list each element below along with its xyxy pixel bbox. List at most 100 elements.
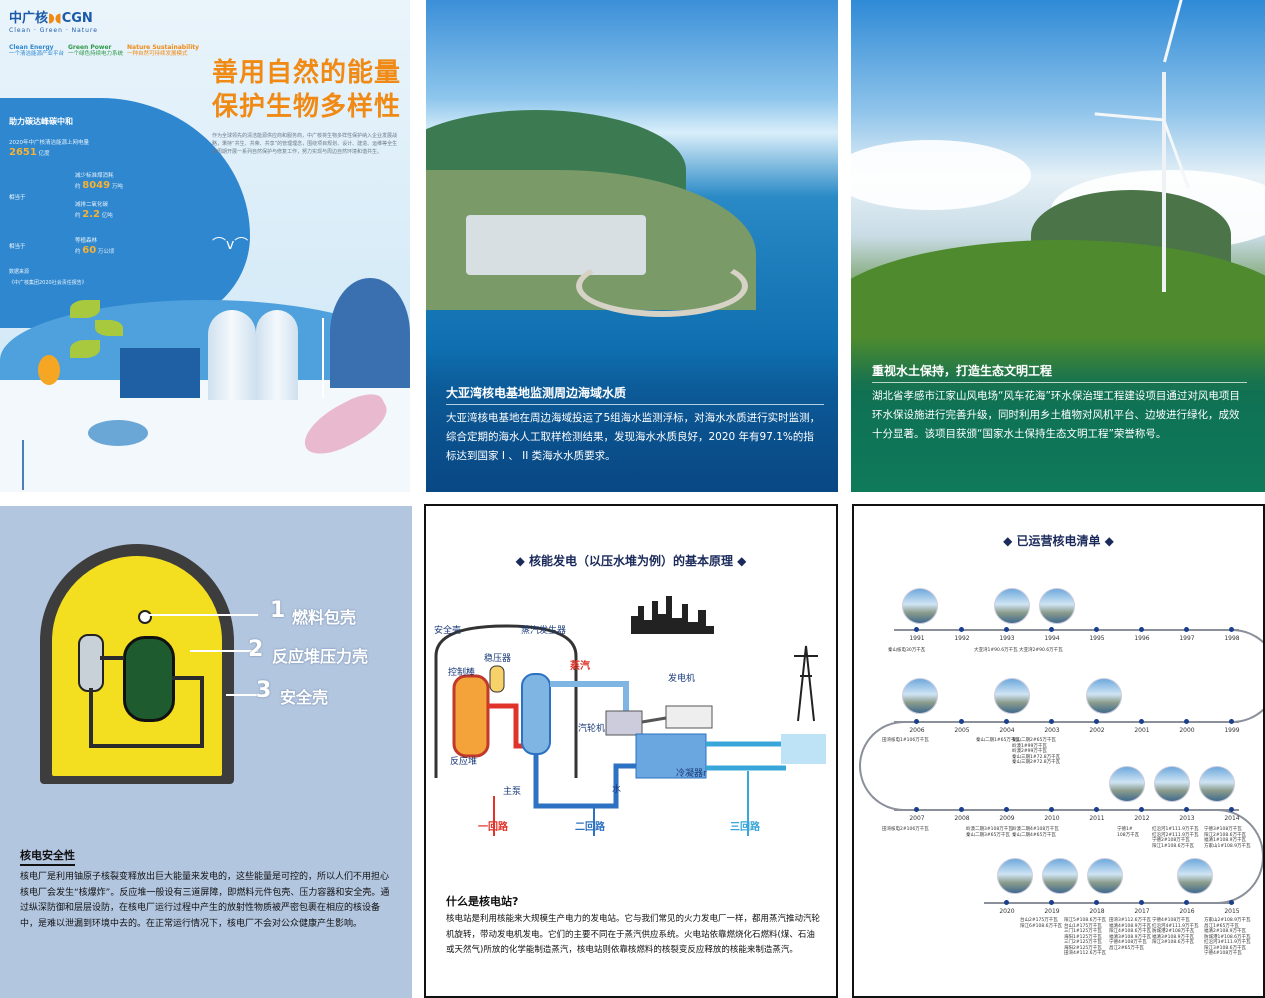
caption-body: 湖北省孝感市江家山风电场“风车花海”环水保治理工程建设项目通过对风电项目环水保设… [872, 390, 1240, 440]
label-loop3: 三回路 [730, 822, 760, 833]
cloud-shape [851, 140, 1031, 210]
npp-list-title: ◆ 已运营核电清单 ◆ [1003, 534, 1114, 548]
timeline-year: 2016 [1179, 908, 1195, 915]
source-value: 《中广核集团2020社会责任报告》 [9, 280, 87, 286]
plant-photo [902, 678, 938, 714]
timeline-note: 大亚湾2#90.6万千瓦 [1019, 648, 1063, 653]
panel-pwr-principle: ◆ 核能发电（以压水堆为例）的基本原理 ◆ 安全壳 蒸汽 [424, 504, 838, 998]
timeline-track [894, 629, 1239, 631]
pwr-diagram [434, 596, 826, 836]
cooling-tower-2 [256, 310, 298, 400]
sea-water [781, 734, 826, 764]
plant-photo [1039, 588, 1075, 624]
label-condenser: 冷凝器r [676, 769, 707, 779]
label-steam-generator: 蒸汽发生器 [521, 626, 567, 636]
label-pressurizer: 稳压器 [484, 654, 512, 664]
timeline-dot [1139, 900, 1144, 905]
barrier-3-number: 3 [256, 678, 272, 703]
timeline-year: 1993 [999, 635, 1015, 642]
label-containment: 安全壳 [434, 626, 462, 636]
plant-photo [902, 588, 938, 624]
steam-pipe [550, 681, 629, 716]
timeline-year: 2005 [954, 727, 970, 734]
timeline-year: 2004 [999, 727, 1015, 734]
timeline-note: 台山2#175万千瓦 阳江6#108.6万千瓦 [1020, 918, 1063, 929]
pipe [89, 688, 93, 748]
timeline-note: 宁德1# 108万千瓦 [1117, 827, 1140, 838]
pointer-line [226, 694, 258, 696]
timeline-year: 1992 [954, 635, 970, 642]
timeline-year: 2015 [1224, 908, 1240, 915]
timeline-dot [959, 627, 964, 632]
plant-photo [994, 588, 1030, 624]
label-loop2: 二回路 [575, 822, 605, 833]
turbine-blade [1094, 112, 1165, 122]
label-turbine: 汽轮机 [578, 724, 606, 734]
stat-co2: 减排二氧化碳约 2.2 亿吨 [75, 202, 113, 220]
timeline-note: 田湾核电1#106万千瓦 [882, 738, 929, 743]
caption-divider [446, 404, 824, 405]
source-label: 数据来源 [9, 269, 30, 275]
caption-title: 大亚湾核电基地监测周边海域水质 [446, 386, 627, 400]
caption-body: 大亚湾核电基地在周边海域投运了5组海水监测浮标，对海水水质进行实时监测，综合定期… [446, 412, 821, 462]
caption-overlay [426, 352, 838, 492]
timeline-note: 岭澳二期4#108万千瓦 秦山二期4#65万千瓦 [1012, 827, 1059, 838]
timeline-dot [1139, 807, 1144, 812]
equiv-label-1: 相当于 [9, 195, 26, 201]
timeline-dot [1229, 900, 1234, 905]
pipe [100, 656, 124, 660]
label-control-rod: 控制棒 [448, 668, 476, 678]
timeline-dot [1229, 807, 1234, 812]
timeline-dot [1049, 807, 1054, 812]
cooling-tower-1 [208, 310, 256, 400]
timeline-note: 红沿河1#111.9万千瓦 红沿河2#111.9万千瓦 宁德2#108万千瓦 阳… [1152, 827, 1199, 849]
plant-photo [1042, 858, 1078, 894]
reactor-dome [330, 278, 410, 388]
timeline-track [984, 902, 1234, 904]
label-main-pump: 主泵 [503, 787, 522, 797]
poster-biodiversity: 中广核◗◖CGN Clean · Green · Nature Clean En… [0, 0, 410, 492]
timeline-dot [1094, 627, 1099, 632]
timeline-dot [914, 627, 919, 632]
containment-building [434, 624, 578, 778]
timeline-dot [959, 807, 964, 812]
timeline-year: 2008 [954, 815, 970, 822]
label-steam: 蒸汽 [570, 661, 590, 672]
timeline-dot [1049, 719, 1054, 724]
stat-forest: 等植森林约 60 万公顷 [75, 238, 115, 256]
timeline-year: 2011 [1089, 815, 1105, 822]
timeline-dot [1184, 627, 1189, 632]
timeline-note: 阳江5#108.6万千瓦 台山1#175万千瓦 三门1#125万千瓦 海阳1#1… [1064, 918, 1107, 956]
safety-body: 核电厂是利用铀原子核裂变释放出巨大能量来发电的，这些能量是可控的，所以人们不用担… [20, 872, 390, 929]
generator-shape [665, 705, 713, 729]
plant-photo [1154, 766, 1190, 802]
timeline-year: 2001 [1134, 727, 1150, 734]
timeline-note: 宁德3#108万千瓦 阳江2#108.6万千瓦 福清1#108.9万千瓦 方家山… [1204, 827, 1251, 849]
photo-daya-bay: 大亚湾核电基地监测周边海域水质 大亚湾核电基地在周边海域投运了5组海水监测浮标，… [426, 0, 838, 492]
stats-intro-value: 2651 亿度 [9, 147, 50, 158]
bird-icon: ⌒v⌒ [212, 237, 249, 253]
wind-turbine-icon [322, 318, 324, 398]
stats-intro: 2020年中广核清洁能源上网电量 [9, 140, 89, 146]
poster-title: 善用自然的能量 保护生物多样性 [212, 58, 402, 122]
orange-tree [38, 355, 60, 385]
timeline-dot [1229, 627, 1234, 632]
timeline-note: 田湾核电2#106万千瓦 [882, 827, 929, 832]
timeline-year: 1996 [1134, 635, 1150, 642]
timeline-dot [1004, 627, 1009, 632]
timeline-year: 2019 [1044, 908, 1060, 915]
timeline-dot [1184, 807, 1189, 812]
timeline-dot [1139, 719, 1144, 724]
timeline-year: 2009 [999, 815, 1015, 822]
barrier-1-label: 燃料包壳 [292, 608, 357, 627]
timeline-year: 2013 [1179, 815, 1195, 822]
timeline-year: 1994 [1044, 635, 1060, 642]
timeline-year: 2012 [1134, 815, 1150, 822]
timeline-note: 方家山2#108.9万千瓦 昌江1#65万千瓦 福清2#108.9万千瓦 防城港… [1204, 918, 1251, 956]
what-is-npp-body: 核电站是利用核能来大规模生产电力的发电站。它与我们常见的火力发电厂一样，都用蒸汽… [446, 914, 821, 955]
plant-photo [1199, 766, 1235, 802]
timeline-note: 宁德4#108万千瓦 红沿河4#111.9万千瓦 防城港2#108万千瓦 福清3… [1152, 918, 1199, 945]
pressurizer-shape [489, 665, 505, 693]
